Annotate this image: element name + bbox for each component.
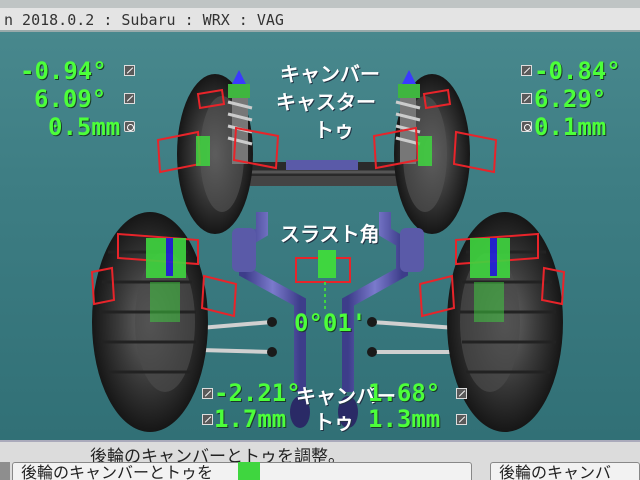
rear-camber-label: キャンバー <box>296 384 396 408</box>
front-left-toe-edit-icon[interactable] <box>124 121 135 132</box>
rear-right-camber-edit-icon[interactable] <box>456 388 467 399</box>
rear-left-toe-value: 1.7mm <box>214 405 287 433</box>
front-right-caster-value: 6.29° <box>534 85 607 113</box>
front-left-toe-value: 0.5mm <box>48 113 121 141</box>
status-indicator-green <box>238 462 260 480</box>
front-camber-label: キャンバー <box>280 62 380 86</box>
status-indicator-left <box>0 462 10 480</box>
front-left-camber-edit-icon[interactable] <box>124 65 135 76</box>
title-bar: n 2018.0.2 : Subaru : WRX : VAG <box>0 8 640 32</box>
front-right-toe-value: 0.1mm <box>534 113 607 141</box>
front-right-toe-edit-icon[interactable] <box>521 121 532 132</box>
title-text: n 2018.0.2 : Subaru : WRX : VAG <box>4 11 284 29</box>
suspension-diagram <box>90 70 566 432</box>
thrust-gauge <box>295 250 351 312</box>
rear-left-toe-edit-icon[interactable] <box>202 414 213 425</box>
rear-links <box>199 320 457 354</box>
rear-right-toe-edit-icon[interactable] <box>456 414 467 425</box>
rear-left-camber-edit-icon[interactable] <box>202 388 213 399</box>
front-toe-label: トゥ <box>314 118 354 142</box>
rear-green-markers <box>146 238 510 322</box>
front-adjust-frames <box>156 88 498 174</box>
rear-left-camber-value: -2.21° <box>214 379 301 407</box>
front-right-caster-edit-icon[interactable] <box>521 93 532 104</box>
front-green-markers <box>196 136 432 166</box>
thrust-angle-label: スラスト角 <box>280 222 380 246</box>
front-caster-label: キャスター <box>276 90 376 114</box>
rear-link-ends <box>267 317 377 357</box>
front-left-camber-value: -0.94° <box>20 57 107 85</box>
front-right-camber-edit-icon[interactable] <box>521 65 532 76</box>
thrust-angle-value: 0°01' <box>294 309 367 337</box>
window-top-edge <box>0 0 640 8</box>
exhaust-system <box>232 160 424 428</box>
front-left-caster-edit-icon[interactable] <box>124 93 135 104</box>
front-right-camber-value: -0.84° <box>534 57 621 85</box>
rear-right-camber-value: 1.68° <box>368 379 441 407</box>
front-left-caster-value: 6.09° <box>34 85 107 113</box>
rear-adjust-button-right[interactable]: 後輪のキャンバ <box>490 462 640 480</box>
rear-right-toe-value: 1.3mm <box>368 405 441 433</box>
rear-toe-label: トゥ <box>314 410 354 434</box>
